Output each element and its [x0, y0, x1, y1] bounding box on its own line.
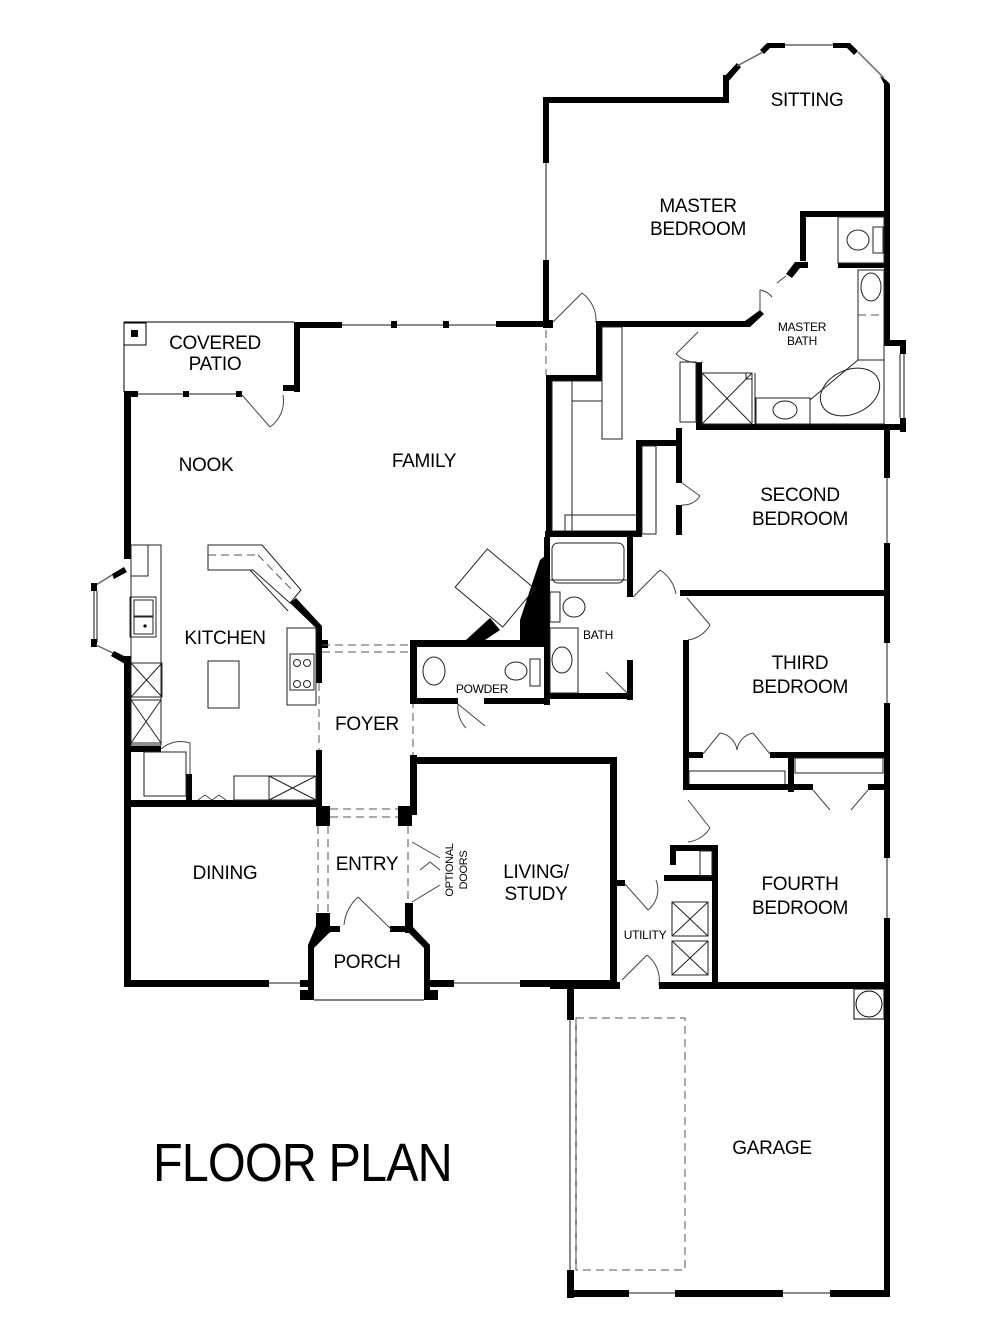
bath-powder-walls — [410, 537, 677, 729]
garage-walls — [550, 982, 890, 1298]
room-label-family: FAMILY — [391, 451, 457, 472]
room-label-living-study-line1: LIVING/ — [503, 862, 569, 883]
room-label-fourth-bedroom-line2: BEDROOM — [751, 898, 849, 919]
room-label-foyer: FOYER — [335, 714, 399, 735]
room-label-garage: GARAGE — [732, 1138, 812, 1159]
foyer-entry-walls — [300, 640, 544, 1001]
utility-walls — [617, 879, 709, 986]
dining-walls — [124, 806, 454, 987]
room-label-entry: ENTRY — [335, 854, 399, 875]
room-label-nook: NOOK — [178, 455, 234, 476]
kitchen-walls — [91, 567, 328, 807]
kitchen-fixtures — [129, 544, 317, 801]
room-label-master-bath-line1: MASTER — [777, 320, 827, 334]
room-label-fourth-bedroom-line1: FOURTH — [761, 874, 839, 895]
room-label-dining: DINING — [192, 863, 258, 884]
master-suite-walls — [543, 43, 906, 432]
room-label-second-bedroom-line1: SECOND — [760, 485, 840, 506]
bedroom-walls — [664, 428, 890, 988]
label-optional-doors-line1: OPTIONAL — [444, 843, 456, 897]
room-label-kitchen: KITCHEN — [184, 628, 266, 649]
room-label-powder: POWDER — [455, 682, 509, 696]
label-optional-doors-line2: DOORS — [458, 850, 470, 890]
room-label-porch: PORCH — [333, 952, 401, 973]
room-label-master-bedroom-line1: MASTER — [659, 196, 737, 217]
room-label-covered-patio-line1: COVERED — [169, 333, 261, 354]
family-patio-walls — [123, 321, 546, 559]
room-label-covered-patio-line2: PATIO — [188, 354, 242, 375]
room-label-third-bedroom-line2: BEDROOM — [751, 677, 849, 698]
room-label-master-bath-line2: BATH — [787, 334, 817, 348]
room-label-living-study-line2: STUDY — [504, 884, 568, 905]
room-label-third-bedroom-line1: THIRD — [771, 653, 829, 674]
floor-plan-title: FLOOR PLAN — [153, 1133, 453, 1193]
room-label-utility: UTILITY — [623, 928, 667, 942]
room-label-master-bedroom-line2: BEDROOM — [649, 219, 747, 240]
closet-shelves — [545, 321, 697, 537]
room-label-bath: BATH — [583, 628, 613, 642]
room-label-sitting: SITTING — [770, 90, 844, 111]
master-bath-fixtures — [701, 216, 885, 425]
room-label-second-bedroom-line2: BEDROOM — [751, 509, 849, 530]
